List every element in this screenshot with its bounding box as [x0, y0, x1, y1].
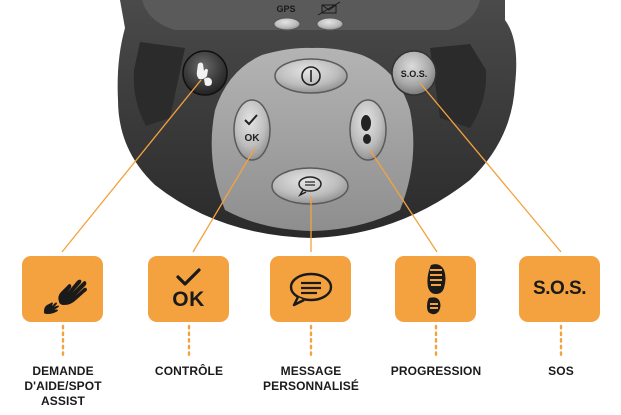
power-button[interactable]: [274, 58, 348, 94]
help-caption-line-2: D'AIDE/SPOT: [24, 379, 102, 393]
screen-bezel: [142, 0, 480, 30]
left-grip: [133, 42, 185, 126]
envelope-indicator-icon: [317, 1, 341, 16]
checkmark-icon: [176, 268, 201, 286]
gps-indicator-button[interactable]: [273, 17, 301, 31]
sos-caption-line-1: SOS: [548, 364, 574, 378]
sos-tile[interactable]: S.O.S.: [519, 256, 600, 322]
helping-hands-icon: [196, 62, 212, 86]
message-caption-line-2: PERSONNALISÉ: [263, 379, 359, 393]
help-tile[interactable]: [22, 256, 103, 322]
speech-bubble-icon: [298, 176, 322, 197]
message-button[interactable]: [271, 167, 349, 205]
progress-tile[interactable]: [395, 256, 476, 322]
message-caption-line-1: MESSAGE: [280, 364, 342, 378]
message-indicator-button[interactable]: [316, 17, 344, 31]
check-ok-button[interactable]: OK: [233, 99, 271, 161]
ok-button-label: OK: [245, 133, 261, 144]
right-grip: [430, 44, 487, 128]
helping-hands-icon: [44, 279, 87, 314]
progress-caption: PROGRESSION: [366, 364, 506, 379]
sos-caption: SOS: [491, 364, 621, 379]
check-tile-ok-label: OK: [172, 288, 205, 311]
dotted-links: [61, 324, 563, 357]
checkmark-icon: [244, 114, 258, 126]
check-tile[interactable]: OK: [148, 256, 229, 322]
connector-help: [61, 79, 202, 253]
connector-lines: [61, 79, 562, 253]
gps-label: GPS: [276, 4, 295, 14]
connector-progress: [369, 149, 438, 253]
connector-sos: [419, 82, 562, 253]
progress-caption-line-1: PROGRESSION: [390, 364, 482, 378]
message-tile[interactable]: [270, 256, 351, 322]
footprint-icon: [361, 115, 371, 144]
message-caption: MESSAGE PERSONNALISÉ: [241, 364, 381, 394]
footprint-icon: [427, 264, 446, 315]
sos-button-label: S.O.S.: [401, 69, 428, 79]
device-face: [211, 47, 414, 232]
connector-check: [192, 147, 256, 253]
speech-bubble-icon: [289, 272, 333, 307]
help-button[interactable]: [182, 50, 228, 96]
help-caption-line-1: DEMANDE: [32, 364, 94, 378]
sos-tile-label: S.O.S.: [533, 278, 586, 299]
sos-button[interactable]: S.O.S.: [391, 50, 437, 96]
check-caption: CONTRÔLE: [119, 364, 259, 379]
help-caption: DEMANDE D'AIDE/SPOT ASSIST: [0, 364, 133, 409]
help-caption-line-3: ASSIST: [41, 394, 85, 408]
check-caption-line-1: CONTRÔLE: [154, 364, 224, 378]
progress-button[interactable]: [349, 99, 387, 161]
